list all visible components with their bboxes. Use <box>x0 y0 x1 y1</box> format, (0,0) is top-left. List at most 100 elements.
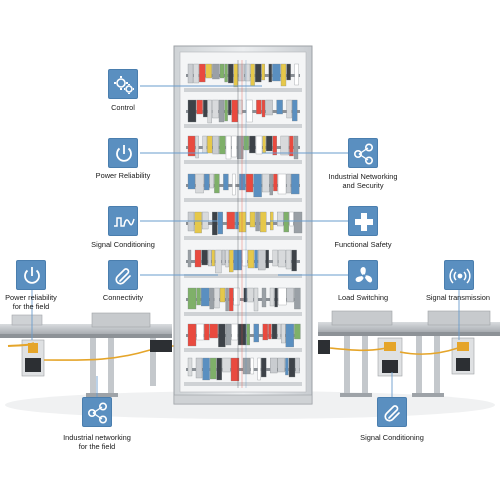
terminal-module <box>261 99 266 118</box>
terminal-module <box>271 323 278 340</box>
paperclip-icon <box>377 397 407 427</box>
terminal-module <box>269 173 273 196</box>
terminal-module <box>253 323 259 343</box>
terminal-module <box>294 323 301 340</box>
wire-duct <box>184 274 302 278</box>
gears-icon <box>108 69 138 99</box>
terminal-module <box>276 99 283 115</box>
terminal-module <box>286 173 291 194</box>
terminal-module <box>268 63 272 83</box>
terminal-module <box>253 287 259 312</box>
terminal-module <box>199 63 206 83</box>
terminal-module <box>289 135 294 157</box>
terminal-module <box>187 135 196 157</box>
terminal-module <box>207 135 213 154</box>
terminal-module <box>268 323 272 340</box>
right-conveyor <box>318 310 500 397</box>
paperclip-icon <box>108 260 138 290</box>
wire-duct <box>184 348 302 352</box>
terminal-module <box>202 211 209 230</box>
terminal-module <box>209 173 214 189</box>
left-conveyor <box>0 312 175 397</box>
cabinet-rails <box>184 60 303 388</box>
terminal-module <box>228 99 232 116</box>
terminal-module <box>242 357 251 375</box>
label-functional-safety: Functional Safety <box>334 240 392 249</box>
terminal-module <box>281 323 286 344</box>
terminal-module <box>272 249 278 267</box>
terminal-module <box>238 63 245 82</box>
terminal-module <box>283 211 289 233</box>
terminal-module <box>187 357 193 377</box>
wire-duct <box>184 198 302 202</box>
terminal-module <box>221 249 226 266</box>
terminal-module <box>277 173 287 195</box>
terminal-module <box>277 323 281 340</box>
terminal-module <box>255 211 260 232</box>
terminal-module <box>194 249 202 268</box>
terminal-module <box>293 135 299 160</box>
din-rail <box>186 298 300 301</box>
terminal-module <box>273 173 278 192</box>
terminal-module <box>261 287 267 308</box>
terminal-module <box>229 249 234 273</box>
terminal-module <box>218 323 226 348</box>
terminal-module <box>291 249 297 272</box>
wire-duct <box>184 124 302 128</box>
signal-icon <box>444 260 474 290</box>
terminal-module <box>261 357 267 378</box>
terminal-module <box>212 63 220 80</box>
terminal-module <box>260 211 267 233</box>
terminal-module <box>253 173 262 198</box>
terminal-module <box>187 211 195 232</box>
label-industrial-networking-security: Industrial Networking and Security <box>328 172 398 190</box>
terminal-module <box>217 211 223 235</box>
terminal-module <box>212 135 219 155</box>
terminal-module <box>255 63 262 83</box>
terminal-module <box>233 63 238 88</box>
terminal-module <box>255 135 263 155</box>
terminal-module <box>272 135 277 156</box>
terminal-module <box>187 287 197 310</box>
terminal-module <box>286 63 291 81</box>
terminal-module <box>225 135 232 160</box>
terminal-module <box>211 249 215 267</box>
label-signal-conditioning-field: Signal Conditioning <box>360 433 424 442</box>
terminal-module <box>195 135 199 159</box>
terminal-module <box>203 99 208 118</box>
terminal-module <box>225 249 229 268</box>
terminal-module <box>216 357 222 381</box>
terminal-module <box>265 249 269 269</box>
terminal-module <box>292 99 298 122</box>
terminal-module <box>226 211 235 230</box>
terminal-module <box>262 135 266 154</box>
label-signal-transmission: Signal transmission <box>425 293 491 302</box>
terminal-module <box>224 99 228 122</box>
terminal-module <box>247 249 255 269</box>
label-connectivity: Connectivity <box>102 293 144 302</box>
terminal-module <box>210 357 217 380</box>
terminal-module <box>262 323 268 341</box>
terminal-module <box>232 173 236 196</box>
terminal-module <box>223 173 229 191</box>
terminal-module <box>288 357 296 378</box>
terminal-module <box>207 99 212 124</box>
terminal-module <box>238 211 247 233</box>
terminal-module <box>235 211 239 230</box>
terminal-module <box>195 173 204 194</box>
terminal-module <box>204 323 210 341</box>
wire-duct <box>184 88 302 92</box>
terminal-module <box>285 323 294 348</box>
terminal-module <box>214 287 220 309</box>
terminal-module <box>194 211 202 234</box>
terminal-module <box>294 287 301 310</box>
floor-shadow <box>5 391 495 419</box>
terminal-module <box>212 211 218 236</box>
label-power-reliability: Power Reliability <box>95 171 151 180</box>
terminal-module <box>187 173 196 190</box>
terminal-module <box>233 287 240 306</box>
terminal-module <box>193 63 199 84</box>
terminal-module <box>247 287 254 303</box>
terminal-module <box>285 357 289 376</box>
network-icon <box>82 397 112 427</box>
